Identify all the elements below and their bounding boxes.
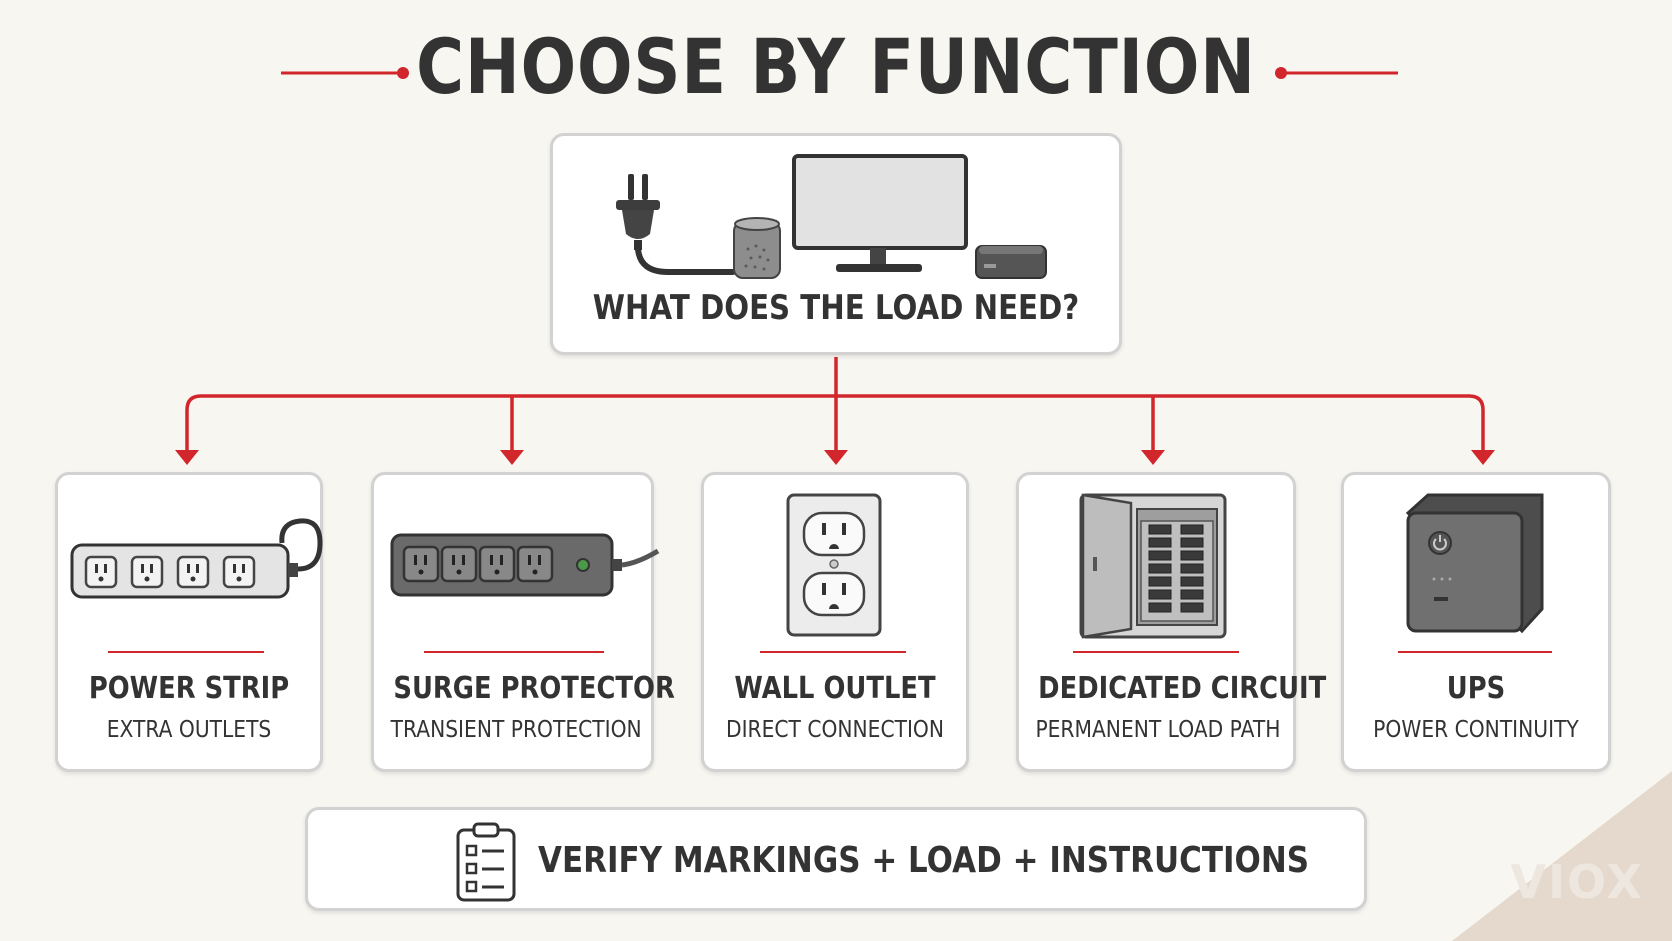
- verify-label: VERIFY MARKINGS + LOAD + INSTRUCTIONS: [538, 840, 1310, 881]
- viox-logo: VIOX: [1510, 855, 1644, 909]
- checklist-icon: [456, 822, 516, 902]
- option-name: SURGE PROTECTOR: [393, 671, 675, 706]
- option-card-wall-outlet: WALL OUTLET DIRECT CONNECTION: [701, 472, 969, 772]
- monitor-icon: [792, 154, 968, 272]
- corner-accent: [1452, 771, 1672, 941]
- option-name: WALL OUTLET: [734, 671, 936, 706]
- verify-box: VERIFY MARKINGS + LOAD + INSTRUCTIONS: [305, 807, 1367, 911]
- page-title: CHOOSE BY FUNCTION: [416, 22, 1256, 111]
- question-box: WHAT DOES THE LOAD NEED?: [550, 133, 1122, 355]
- power-strip-icon: [70, 518, 323, 599]
- media-box-icon: [975, 245, 1047, 279]
- option-card-dedicated-circuit: DEDICATED CIRCUIT PERMANENT LOAD PATH: [1016, 472, 1327, 772]
- option-description: POWER CONTINUITY: [1373, 717, 1579, 743]
- option-name: POWER STRIP: [88, 671, 290, 706]
- breaker-panel-icon: [1079, 493, 1227, 639]
- option-name: UPS: [1446, 671, 1506, 706]
- option-description: DIRECT CONNECTION: [725, 717, 944, 743]
- plug-icon: [616, 174, 736, 275]
- option-description: TRANSIENT PROTECTION: [390, 717, 642, 743]
- surge-protector-icon: [390, 533, 660, 597]
- wall-outlet-icon: [786, 493, 882, 637]
- title-decoration: [281, 67, 1398, 79]
- ups-icon: [1405, 493, 1544, 634]
- load-devices-illustration: [616, 154, 1047, 279]
- connector-arrows: [175, 357, 1495, 465]
- option-description: PERMANENT LOAD PATH: [1035, 717, 1281, 743]
- smart-speaker-icon: [733, 217, 781, 279]
- question-label: WHAT DOES THE LOAD NEED?: [592, 288, 1080, 328]
- option-name: DEDICATED CIRCUIT: [1038, 671, 1327, 706]
- option-card-power-strip: POWER STRIP EXTRA OUTLETS: [55, 472, 323, 772]
- option-card-surge-protector: SURGE PROTECTOR TRANSIENT PROTECTION: [371, 472, 675, 772]
- option-card-ups: UPS POWER CONTINUITY: [1341, 472, 1611, 772]
- option-description: EXTRA OUTLETS: [106, 717, 272, 743]
